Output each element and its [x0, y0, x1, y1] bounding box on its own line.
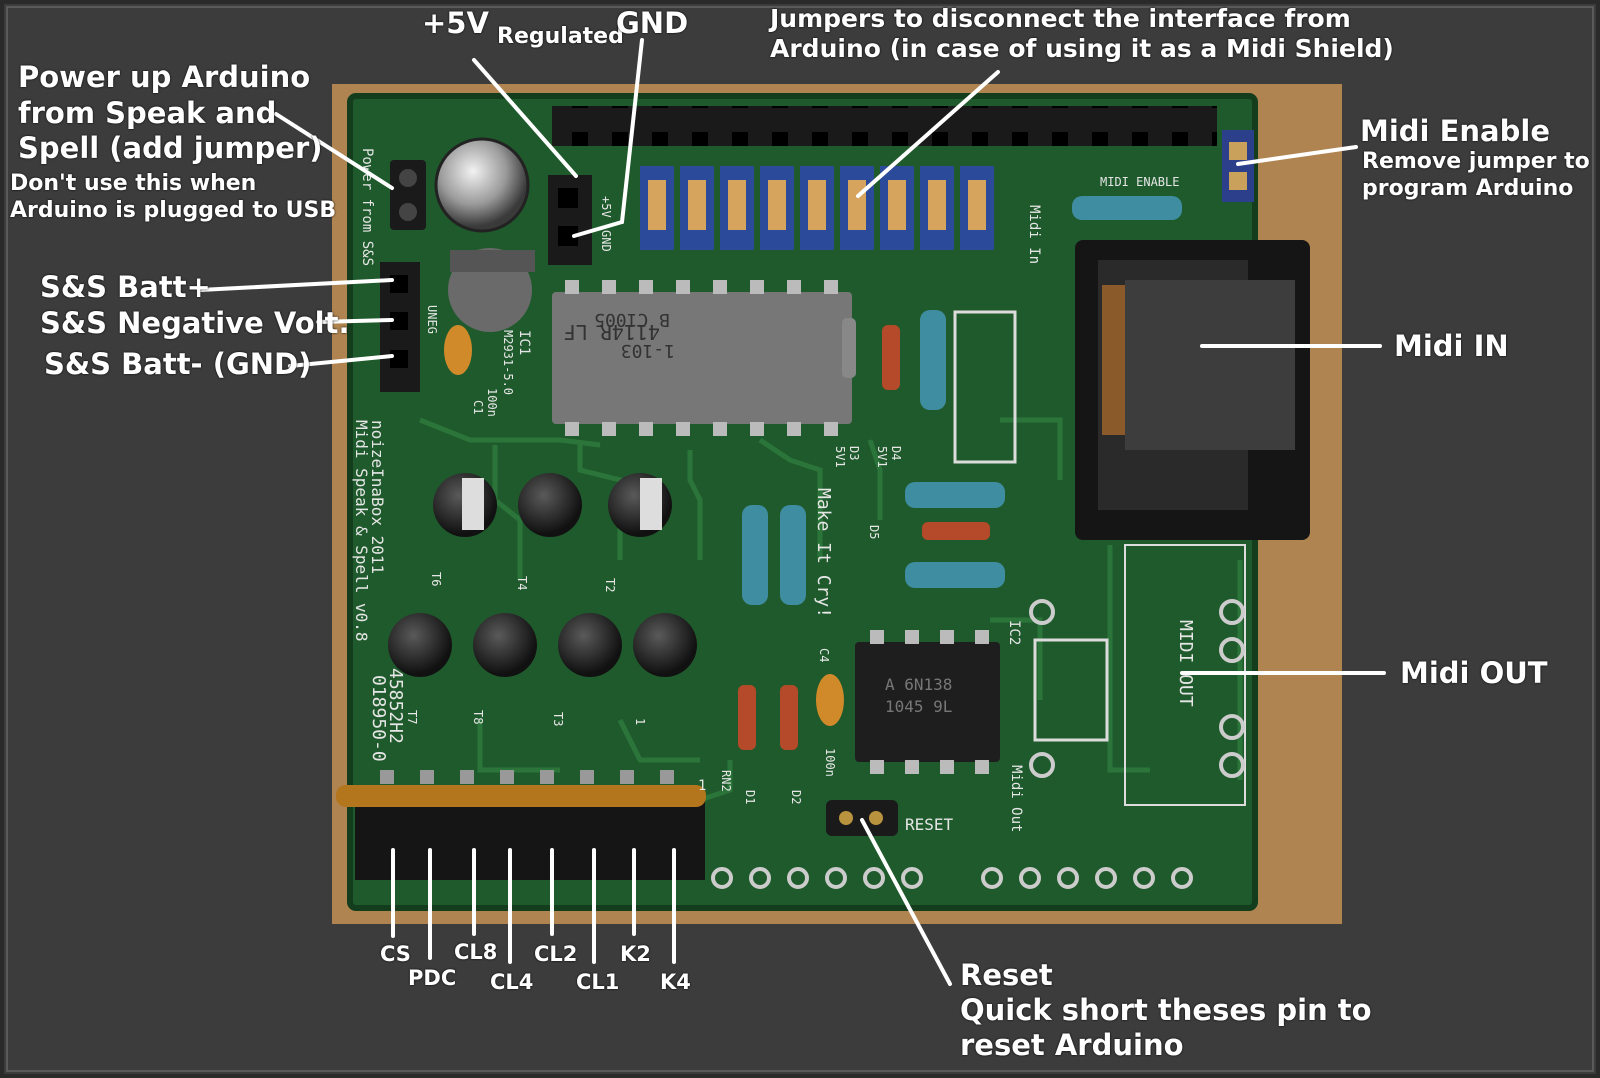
- label-midi-enable-note2: program Arduino: [1362, 176, 1574, 201]
- pin-label-k4: K4: [660, 970, 691, 994]
- ic1-pins: [565, 280, 838, 436]
- pin-label-k2: K2: [620, 942, 651, 966]
- label-ss-batt-minus: S&S Batt- (GND): [44, 347, 312, 381]
- label-reset-title: Reset: [960, 958, 1053, 992]
- silk-d5: D5: [867, 525, 881, 539]
- label-jumpers-line2: Arduino (in case of using it as a Midi S…: [770, 34, 1394, 63]
- silk-part-no-2: 018950-0: [368, 675, 389, 762]
- ic2-marking-1: A 6N138: [885, 675, 952, 694]
- pin-label-cl4: CL4: [490, 970, 534, 994]
- label-regulated: Regulated: [497, 24, 624, 49]
- silk-midi-in: Midi In: [1026, 205, 1042, 264]
- label-power-note2: Arduino is plugged to USB: [10, 198, 337, 223]
- silk-rn2: RN2: [719, 770, 733, 792]
- label-power-line3: Spell (add jumper): [18, 131, 323, 165]
- silk-t6: T6: [429, 572, 443, 586]
- reset-pins: [826, 800, 898, 836]
- label-midi-out: Midi OUT: [1400, 656, 1548, 690]
- label-jumpers-line1: Jumpers to disconnect the interface from: [770, 4, 1351, 33]
- label-midi-enable-note1: Remove jumper to: [1362, 149, 1590, 174]
- silk-t8: T8: [471, 710, 485, 724]
- diodes: [738, 318, 990, 750]
- line-gnd-2: [572, 220, 624, 238]
- silk-d3-value: 5V1: [833, 446, 847, 468]
- pin-label-cl8: CL8: [454, 940, 498, 964]
- silk-c1: C1: [471, 400, 485, 414]
- pin-label-cs: CS: [380, 942, 411, 966]
- line-midi-enable: [1236, 145, 1358, 166]
- midi-enable-header: [1222, 130, 1254, 202]
- silk-t1: 1: [633, 718, 647, 725]
- label-midi-enable: Midi Enable: [1360, 114, 1550, 148]
- ribbon-connector: [355, 800, 705, 880]
- pcb-traces: [419, 417, 1243, 803]
- silk-c4: C4: [817, 648, 831, 662]
- silk-make-it-cry: Make It Cry!: [813, 488, 834, 618]
- silk-ic2: IC2: [1006, 620, 1022, 645]
- power-jumper: [390, 160, 426, 230]
- silk-midi-out: MIDI OUT: [1175, 620, 1196, 707]
- pin-label-pdc: PDC: [408, 966, 457, 990]
- arduino-header-top: [552, 106, 1217, 146]
- silk-d1: D1: [743, 790, 757, 804]
- silk-t7: T7: [405, 710, 419, 724]
- silk-t2: T2: [603, 578, 617, 592]
- line-ss-batt-minus: [288, 354, 394, 368]
- silk-midi-speak-spell: Midi Speak & Spell v0.8: [352, 420, 371, 642]
- line-reset: [860, 818, 952, 986]
- line-plus5v: [472, 58, 578, 178]
- silk-uneg: UNEG: [425, 305, 439, 334]
- silk-midi-enable: MIDI ENABLE: [1100, 175, 1179, 189]
- label-plus5v: +5V: [422, 6, 489, 40]
- silk-d2: D2: [789, 790, 803, 804]
- label-power-note1: Don't use this when: [10, 171, 257, 196]
- silk-d3: D3: [847, 446, 861, 460]
- line-jumpers: [856, 70, 1000, 198]
- line-gnd: [620, 38, 644, 224]
- label-ss-negative: S&S Negative Volt.: [40, 306, 350, 340]
- ic1-marking-3: B C1005: [594, 309, 670, 330]
- annotation-lines: [198, 38, 1386, 986]
- silk-midi-out-2: Midi Out: [1008, 765, 1024, 832]
- transistors: [388, 473, 697, 677]
- ic2-optocoupler: [855, 642, 1000, 762]
- label-ss-batt-plus: S&S Batt+: [40, 270, 211, 304]
- pads: [711, 599, 1245, 889]
- silk-c4-value: 100n: [823, 748, 837, 777]
- label-power-line1: Power up Arduino: [18, 60, 311, 94]
- jumper-row: [640, 166, 994, 250]
- silk-d4: D4: [889, 446, 903, 460]
- silk-gnd: GND: [599, 230, 613, 252]
- pin-label-cl1: CL1: [576, 970, 620, 994]
- pin-label-cl2: CL2: [534, 942, 578, 966]
- silk-reset: RESET: [905, 815, 954, 834]
- silk-power-from-ss: Power from S&S: [359, 148, 375, 266]
- label-power-line2: from Speak and: [18, 96, 277, 130]
- silk-d4-value: 5V1: [875, 446, 889, 468]
- ic2-marking-2: 1045 9L: [885, 697, 952, 716]
- ic1-marking-2: 1-103: [621, 340, 675, 361]
- label-gnd: GND: [616, 6, 689, 40]
- line-ss-negative: [316, 318, 394, 324]
- silk-part-no: 45852H2: [385, 668, 406, 744]
- ic1-marking-1: 4114R LF: [564, 320, 660, 344]
- silk-ic1: IC1: [516, 330, 532, 355]
- silk-t3: T3: [551, 712, 565, 726]
- silk-pin-one: 1: [698, 778, 706, 794]
- ic1-chip: [552, 292, 852, 424]
- silk-noizeinabox: noizeInaBox 2011: [368, 420, 387, 574]
- label-reset-line1: Quick short theses pin to: [960, 993, 1372, 1027]
- line-power: [274, 112, 394, 190]
- label-reset-line2: reset Arduino: [960, 1028, 1184, 1062]
- label-midi-in: Midi IN: [1394, 329, 1509, 363]
- silk-c1-value: 100n: [485, 388, 499, 417]
- line-ss-batt-plus: [198, 278, 394, 292]
- silk-5v: +5V: [599, 196, 613, 218]
- silk-t4: T4: [515, 576, 529, 590]
- electrolytic-capacitor: [436, 139, 528, 231]
- silk-ic1-part: M2931-5.0: [501, 330, 515, 395]
- resistors: [742, 196, 1182, 605]
